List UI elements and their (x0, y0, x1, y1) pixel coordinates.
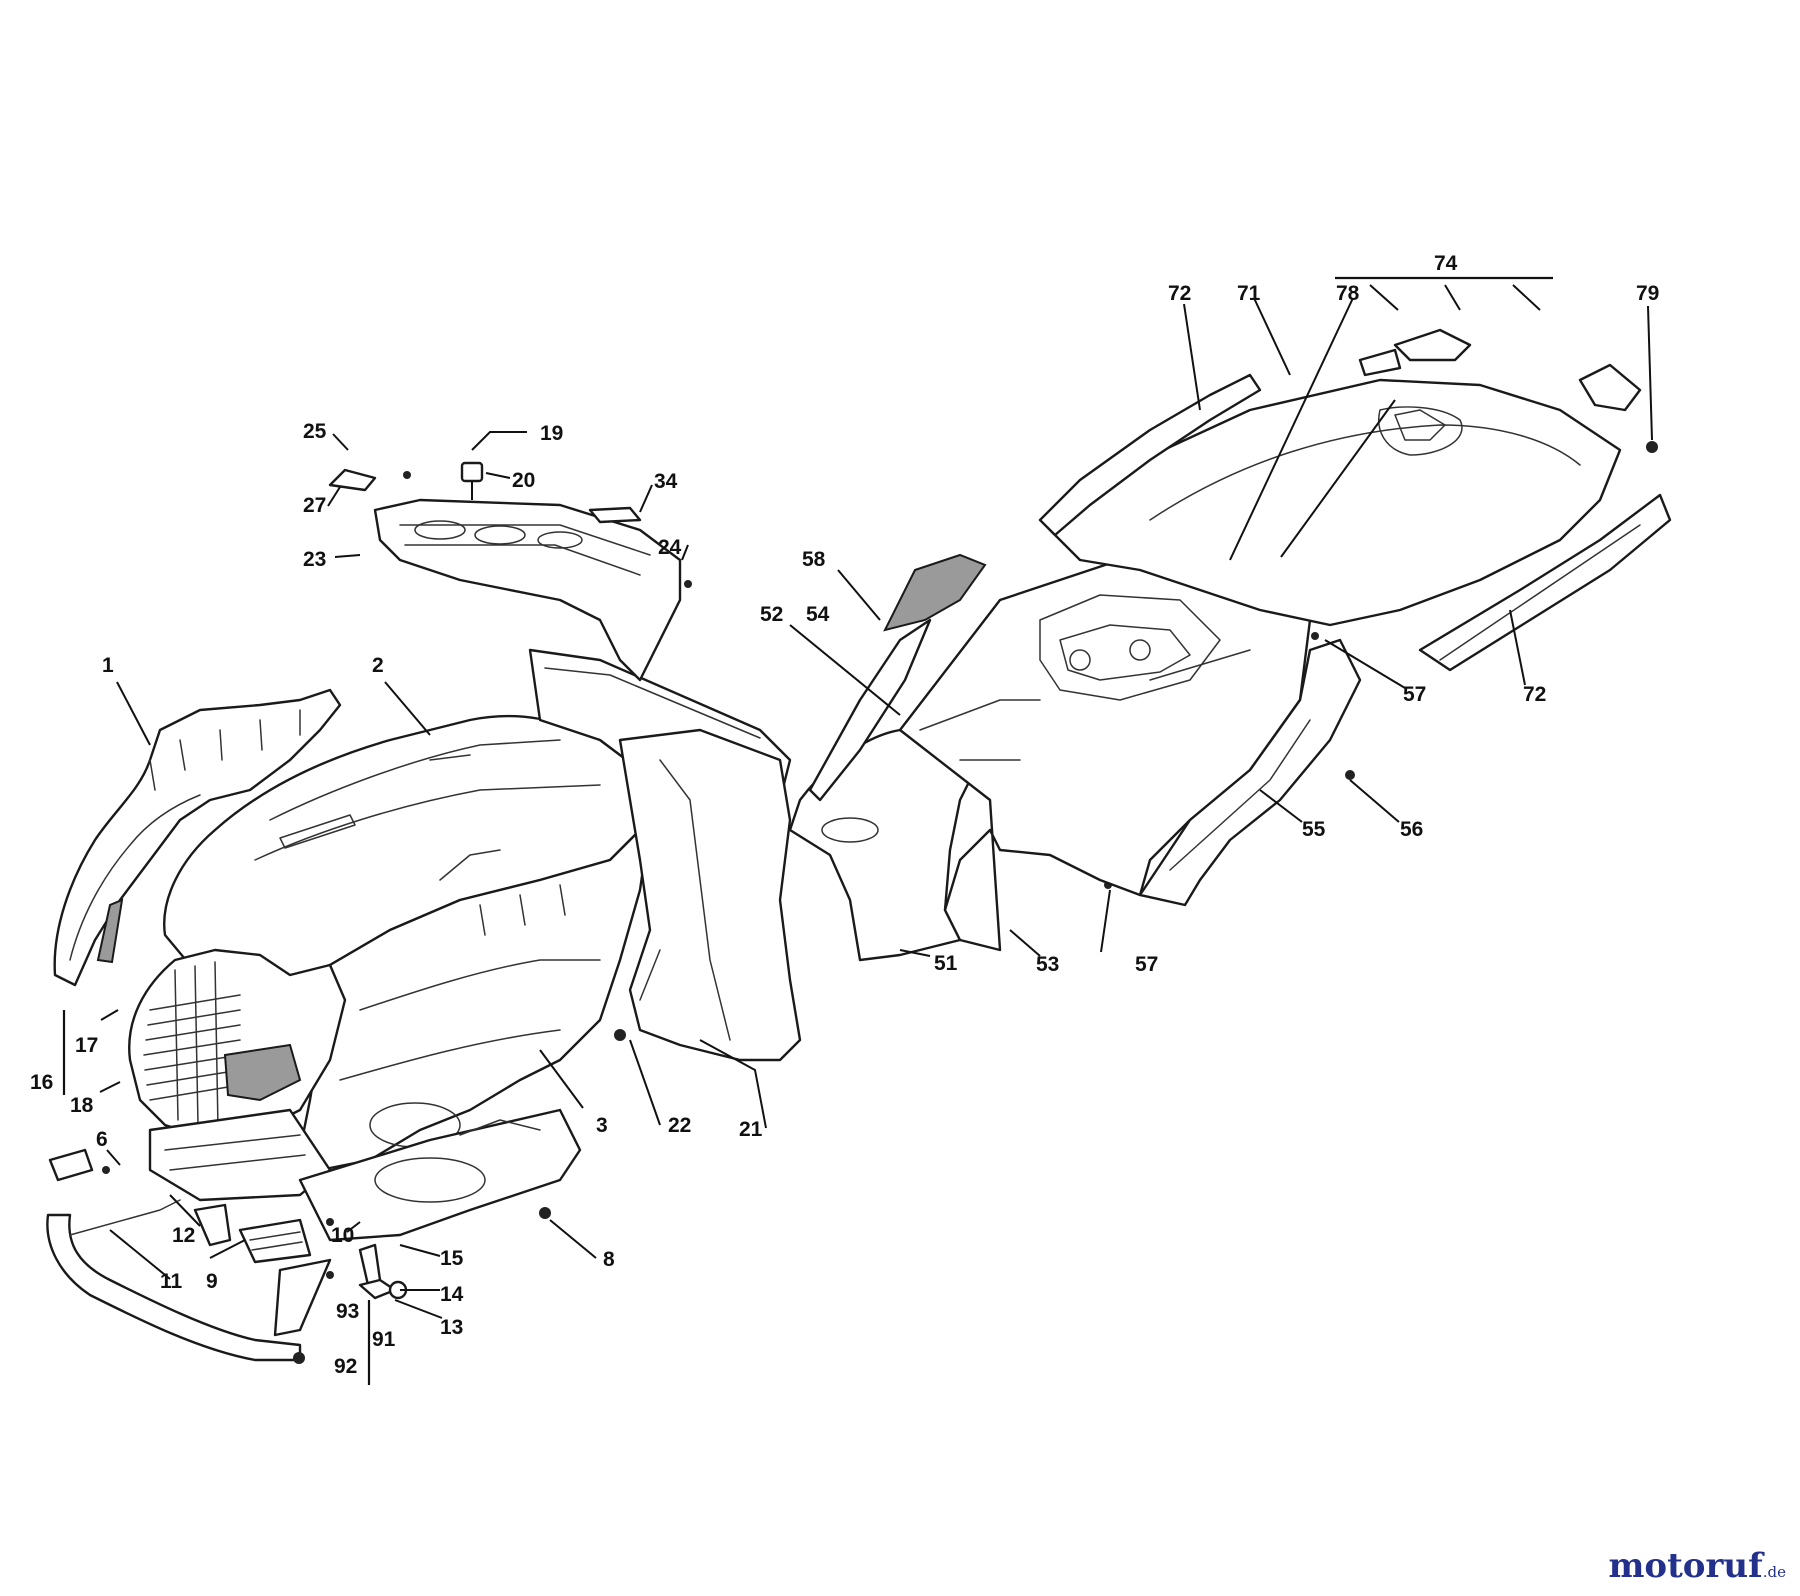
callout-1: 2 (372, 654, 384, 677)
callout-labels: 1 2 3 6 8 9 10 11 12 13 14 15 16 17 18 1… (30, 252, 1659, 1378)
fender-panel-21[interactable] (618, 728, 802, 1062)
callout-14: 14 (440, 1283, 464, 1306)
callout-13: 13 (440, 1316, 463, 1339)
dashboard-panel[interactable] (373, 498, 682, 682)
ignition-key-20[interactable] (460, 461, 484, 500)
callout-55: 55 (1302, 818, 1326, 841)
brand-name: motoruf (1608, 1546, 1763, 1586)
callout-71: 71 (1237, 282, 1261, 305)
callout-91: 91 (372, 1328, 396, 1351)
callout-54: 54 (806, 603, 830, 626)
trim-72-upper[interactable] (1038, 373, 1262, 537)
plate-34[interactable] (588, 506, 642, 524)
callout-92: 92 (334, 1355, 357, 1378)
leader-lines (99, 297, 1653, 1319)
rear-cover[interactable] (1048, 328, 1622, 627)
callout-57-upper: 57 (1403, 683, 1426, 706)
trim-72-lower[interactable] (1418, 493, 1672, 672)
callout-56: 56 (1400, 818, 1423, 841)
callout-58: 58 (802, 548, 826, 571)
callout-9: 9 (206, 1270, 218, 1293)
callout-8: 8 (603, 1248, 615, 1271)
callout-78: 78 (1336, 282, 1360, 305)
callout-72-lower: 72 (1523, 683, 1546, 706)
callout-74: 74 (1434, 252, 1458, 275)
callout-57-lower: 57 (1135, 953, 1158, 976)
side-skirt[interactable] (1138, 638, 1362, 907)
callout-11: 11 (160, 1270, 183, 1293)
callout-53: 53 (1036, 953, 1059, 976)
callout-16: 16 (30, 1071, 53, 1094)
callout-79: 79 (1636, 282, 1659, 305)
callout-19: 19 (540, 422, 563, 445)
cap-79[interactable] (1578, 363, 1642, 412)
callout-10: 10 (331, 1224, 354, 1247)
callout-23: 23 (303, 548, 326, 571)
front-grille[interactable] (128, 948, 347, 1202)
brand-tld: .de (1762, 1563, 1786, 1581)
callout-52: 52 (760, 603, 783, 626)
bracket-74 (1335, 276, 1553, 311)
callout-21: 21 (739, 1118, 763, 1141)
callout-20: 20 (512, 469, 535, 492)
callout-3: 3 (596, 1114, 608, 1137)
callout-18: 18 (70, 1094, 94, 1117)
callout-2: 1 (102, 654, 114, 677)
group-brackets (62, 1010, 371, 1385)
callout-93: 93 (336, 1300, 359, 1323)
callout-6: 6 (96, 1128, 108, 1151)
bolt-6[interactable] (48, 1148, 94, 1182)
brand-logo: motoruf.de (1608, 1546, 1786, 1586)
rear-fender[interactable] (898, 558, 1312, 952)
callout-12: 12 (172, 1224, 195, 1247)
callout-72-upper: 72 (1168, 282, 1191, 305)
bracket-27[interactable] (328, 468, 377, 492)
callout-22: 22 (668, 1114, 691, 1137)
callout-25: 25 (303, 420, 327, 443)
callout-17: 17 (75, 1034, 98, 1057)
callout-15: 15 (440, 1247, 464, 1270)
callout-24: 24 (658, 536, 682, 559)
callout-34: 34 (654, 470, 678, 493)
trim-58[interactable] (808, 553, 987, 802)
hood-side-panel-left[interactable] (53, 688, 342, 987)
callout-51: 51 (934, 952, 958, 975)
bumper-bracket-assembly[interactable] (193, 1203, 408, 1337)
callout-27: 27 (303, 494, 326, 517)
footrest-panel[interactable] (298, 1108, 582, 1242)
